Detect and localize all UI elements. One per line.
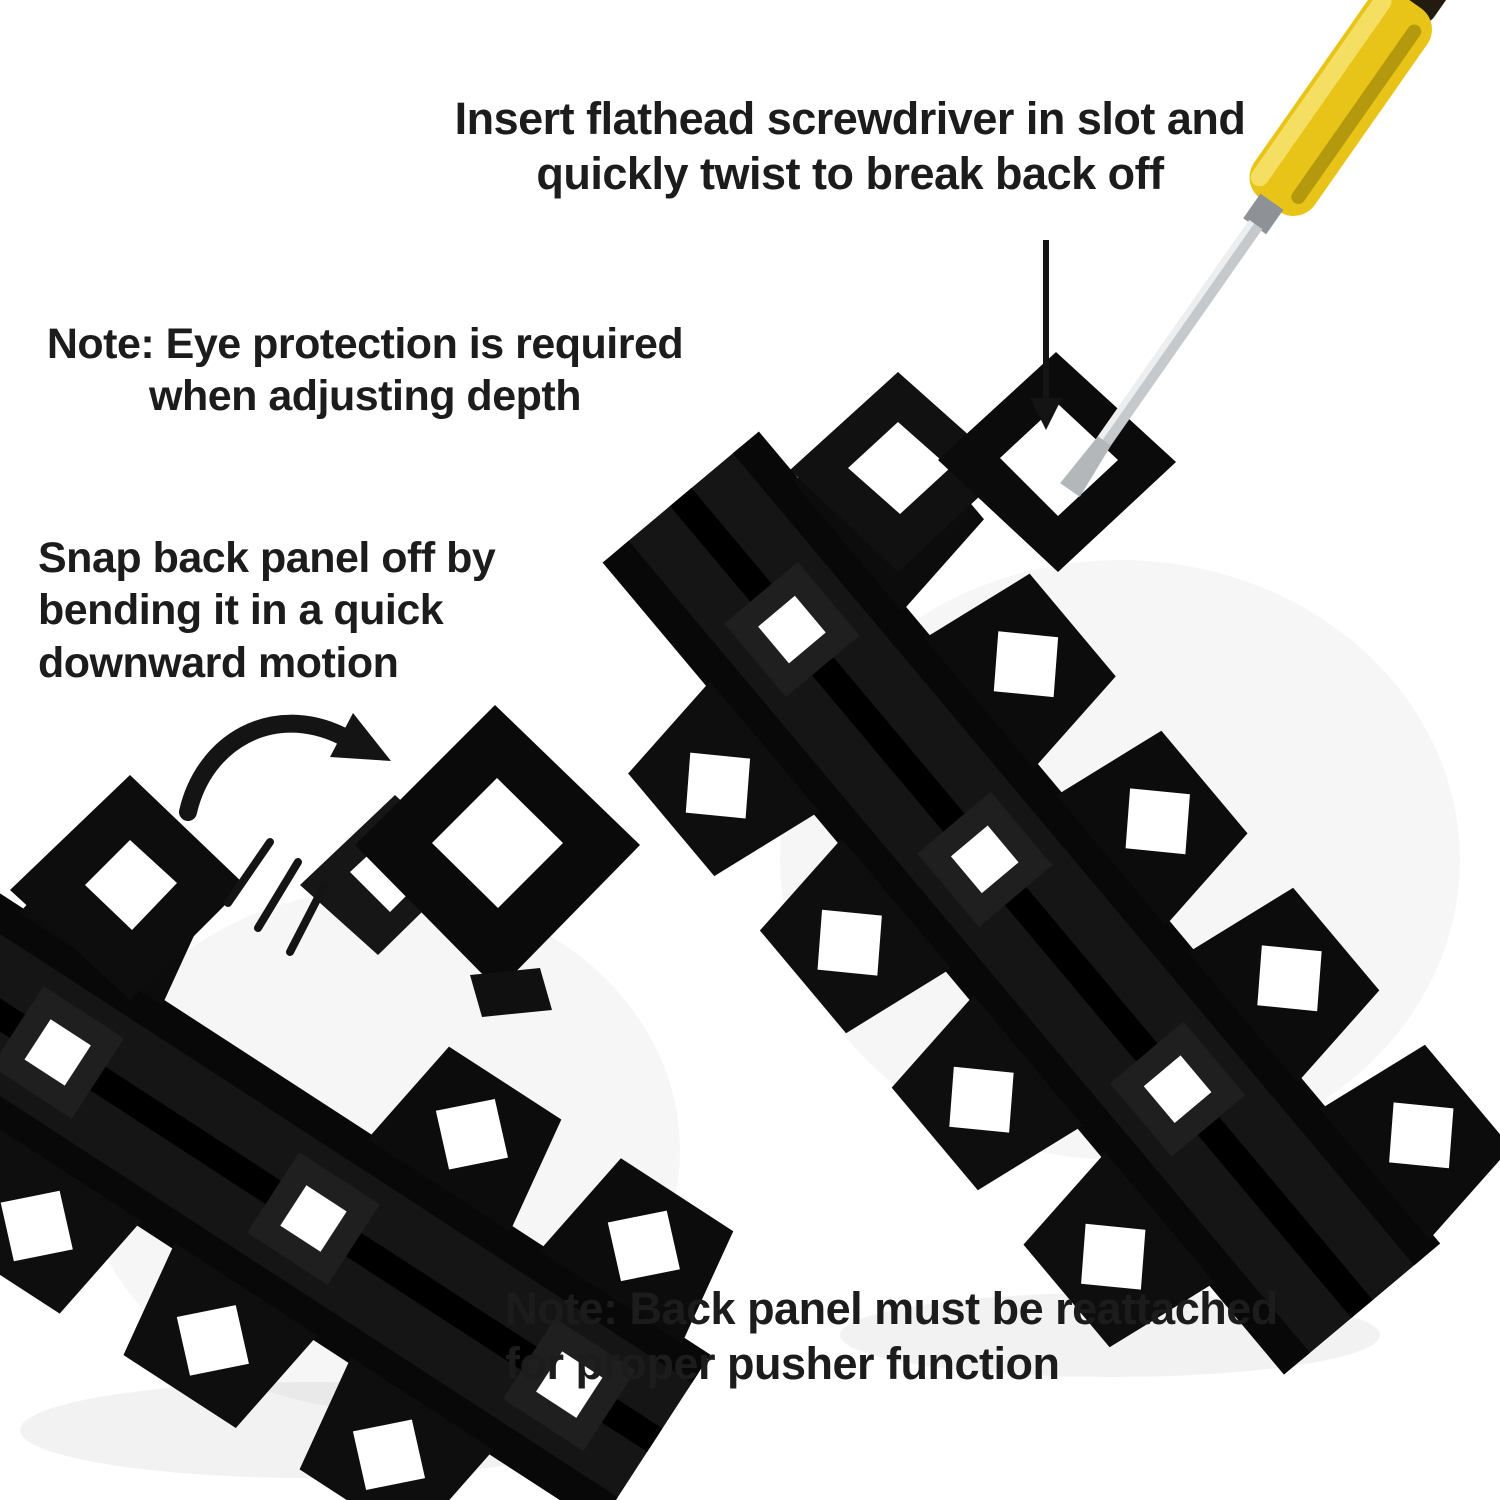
snap-instruction-note: Snap back panel off by bending it in a q… — [38, 534, 496, 687]
reattach-note: Note: Back panel must be reattached for … — [505, 1283, 1278, 1389]
snap-impact-lines-icon — [224, 838, 328, 956]
screwdriver — [1060, 0, 1455, 497]
shaft-highlight — [1096, 220, 1255, 442]
back-plate — [790, 372, 1008, 572]
left-assembly-illustration — [0, 810, 749, 1500]
screwdriver-shaft — [1096, 220, 1263, 448]
rail-edge — [602, 540, 1310, 1375]
rail-edge — [0, 985, 618, 1500]
curved-arrow-icon — [179, 713, 391, 821]
handle-shade — [1291, 24, 1422, 204]
screwdriver-handle — [1249, 0, 1432, 216]
rail-edge — [0, 842, 711, 1384]
eye-protection-note: Note: Eye protection is required when ad… — [46, 320, 684, 421]
flathead-blade — [1060, 436, 1111, 497]
handle-highlight — [1250, 0, 1392, 187]
detached-back-panel — [355, 705, 640, 1017]
right-assembly-illustration — [602, 402, 1500, 1375]
screwdriver-instruction-note: Insert flathead screwdriver in slot and … — [454, 93, 1246, 199]
down-arrow-icon — [1030, 240, 1062, 430]
left-assembly-end-plate — [10, 775, 245, 1000]
depth-adjust-slot-plate — [938, 352, 1176, 572]
rail-edge — [732, 431, 1441, 1266]
